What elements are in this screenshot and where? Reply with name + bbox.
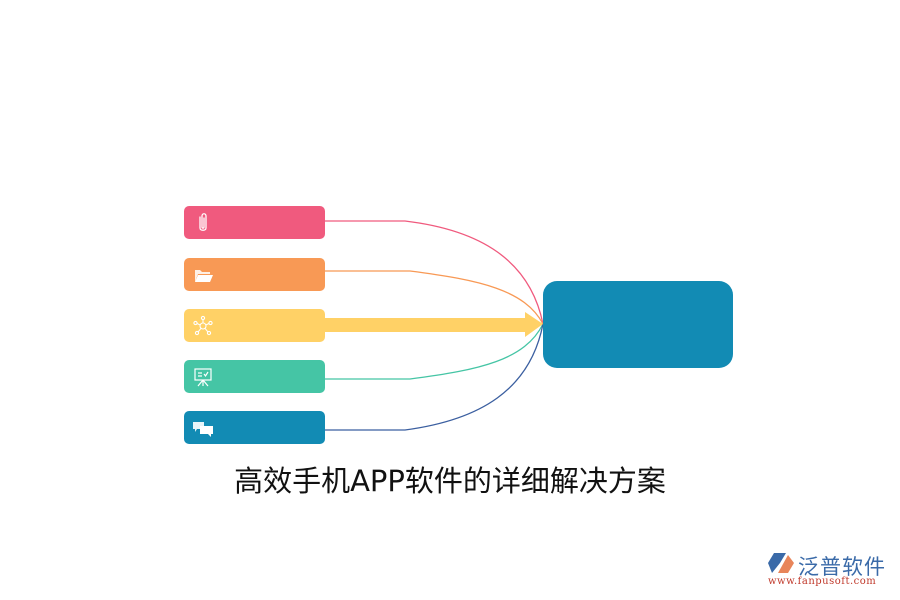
logo-brand-text: 泛普软件: [798, 555, 886, 579]
presentation-board-icon: [194, 368, 212, 387]
fanpu-logo-icon: [768, 553, 794, 573]
chat-bubbles-icon: [193, 422, 213, 437]
logo-url-text: www.fanpusoft.com: [768, 576, 877, 587]
diagram-title: 高效手机APP软件的详细解决方案: [234, 464, 666, 498]
network-icon: [193, 315, 213, 336]
fanpusoft-logo: 泛普软件 www.fanpusoft.com: [768, 551, 893, 591]
center-node[interactable]: [543, 281, 733, 368]
node-attachment[interactable]: [184, 206, 325, 239]
folder-icon: [195, 270, 213, 282]
node-chat[interactable]: [184, 411, 325, 444]
node-network[interactable]: [184, 309, 325, 342]
node-presentation[interactable]: [184, 360, 325, 393]
paperclip-icon: [199, 213, 207, 231]
node-folder[interactable]: [184, 258, 325, 291]
